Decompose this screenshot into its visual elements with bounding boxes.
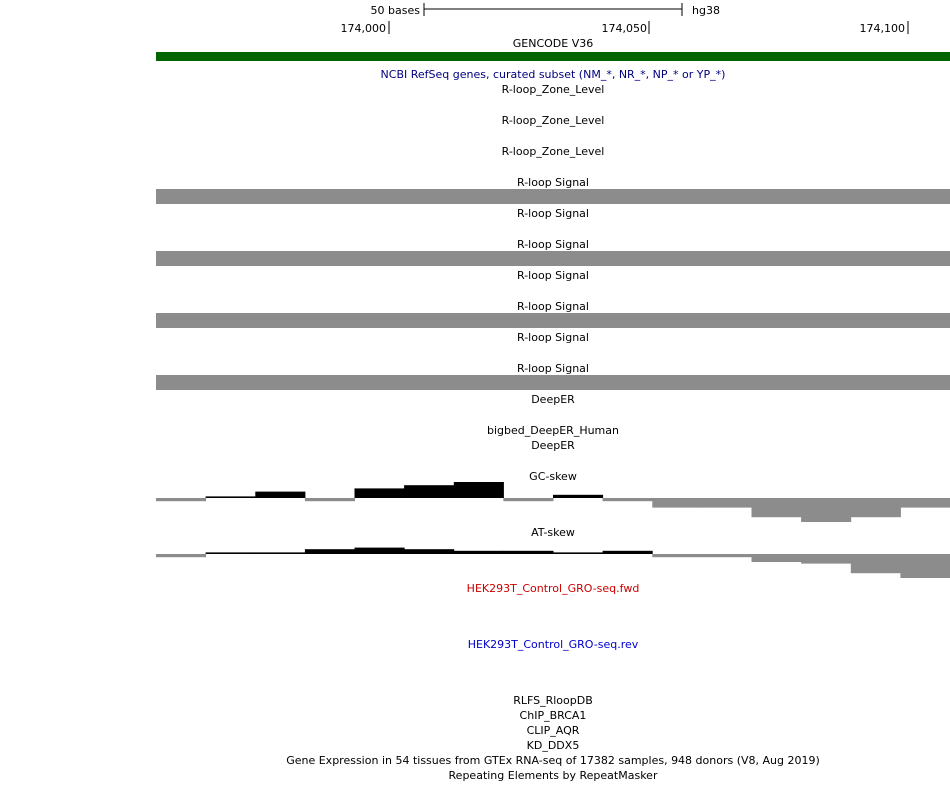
at-skew-bar	[304, 549, 355, 554]
track-label-rloop-signal[interactable]: R-loop Signal	[517, 269, 589, 282]
track-label-gro-rev[interactable]: HEK293T_Control_GRO-seq.rev	[467, 638, 639, 651]
gc-skew-bar	[156, 498, 207, 502]
gc-skew-bar	[850, 498, 901, 518]
gc-skew-bar	[801, 498, 852, 522]
at-skew-bar	[255, 552, 306, 554]
track-label-deeper[interactable]: DeepER	[531, 439, 575, 452]
track-label-rloop-zone[interactable]: R-loop_Zone_Level	[501, 114, 605, 127]
gc-skew-bar	[404, 485, 455, 498]
track-label-rloop-signal[interactable]: R-loop Signal	[517, 331, 589, 344]
rloop-signal-band[interactable]	[156, 251, 950, 266]
assembly-label: hg38	[692, 4, 720, 17]
at-skew-bar	[900, 554, 950, 578]
gc-skew-bar	[304, 498, 355, 502]
gc-skew-bar	[354, 488, 405, 498]
at-skew-bar	[404, 549, 455, 554]
gc-skew-bar	[255, 491, 306, 498]
track-label-repeatmasker[interactable]: Repeating Elements by RepeatMasker	[448, 769, 658, 782]
track-label-rloop-signal[interactable]: R-loop Signal	[517, 362, 589, 375]
gc-skew-plot[interactable]	[0, 482, 950, 522]
at-skew-bar	[205, 552, 256, 554]
track-label-rloop-zone[interactable]: R-loop_Zone_Level	[501, 83, 605, 96]
track-label-gc-skew[interactable]: GC-skew	[529, 470, 577, 483]
gc-skew-bar	[553, 494, 604, 498]
at-skew-bar	[553, 552, 604, 554]
track-label-rloop-signal[interactable]: R-loop Signal	[517, 176, 589, 189]
track-label-refseq[interactable]: NCBI RefSeq genes, curated subset (NM_*,…	[380, 68, 726, 81]
rloop-signal-band[interactable]	[156, 375, 950, 390]
at-skew-bar	[503, 550, 554, 554]
track-label-deeper[interactable]: DeepER	[531, 393, 575, 406]
at-skew-bar	[850, 554, 901, 574]
rloop-signal-band[interactable]	[156, 313, 950, 328]
track-label-gtex[interactable]: Gene Expression in 54 tissues from GTEx …	[286, 754, 820, 767]
tick-label: 174,000	[341, 22, 387, 35]
track-label-chip[interactable]: ChIP_BRCA1	[519, 709, 587, 722]
track-label-at-skew[interactable]: AT-skew	[531, 526, 575, 539]
track-label-kd[interactable]: KD_DDX5	[526, 739, 580, 752]
tick-label: 174,100	[860, 22, 906, 35]
scale-label: 50 bases	[371, 4, 421, 17]
gc-skew-bar	[701, 498, 752, 508]
at-skew-plot[interactable]	[0, 538, 950, 578]
track-label-clip[interactable]: CLIP_AQR	[526, 724, 580, 737]
track-label-rloop-zone[interactable]: R-loop_Zone_Level	[501, 145, 605, 158]
track-label-rloop-signal[interactable]: R-loop Signal	[517, 207, 589, 220]
gc-skew-bar	[453, 482, 504, 498]
at-skew-bar	[602, 550, 653, 554]
at-skew-bar	[156, 554, 207, 558]
at-skew-bar	[652, 554, 703, 558]
gc-skew-bar	[205, 496, 256, 498]
track-label-rloop-signal[interactable]: R-loop Signal	[517, 300, 589, 313]
track-label-rloop-signal[interactable]: R-loop Signal	[517, 238, 589, 251]
at-skew-bar	[801, 554, 852, 564]
track-label-deeper-bigbed[interactable]: bigbed_DeepER_Human	[486, 424, 619, 437]
gc-skew-bar	[652, 498, 703, 508]
at-skew-bar	[701, 554, 752, 558]
gc-skew-bar	[503, 498, 554, 502]
position-ruler: 50 bases hg38 174,000 174,050 174,100	[341, 3, 909, 35]
track-label-rlfs[interactable]: RLFS_RloopDB	[513, 694, 593, 707]
at-skew-bar	[751, 554, 802, 562]
gc-skew-bar	[751, 498, 802, 518]
at-skew-bar	[354, 547, 405, 554]
rloop-signal-band[interactable]	[156, 189, 950, 204]
at-skew-bar	[453, 550, 504, 554]
tick-label: 174,050	[602, 22, 648, 35]
gencode-feature-bar[interactable]	[156, 52, 950, 61]
gc-skew-bar	[900, 498, 950, 508]
track-label-gencode[interactable]: GENCODE V36	[512, 37, 594, 50]
gc-skew-bar	[602, 498, 653, 502]
track-label-gro-fwd[interactable]: HEK293T_Control_GRO-seq.fwd	[466, 582, 640, 595]
